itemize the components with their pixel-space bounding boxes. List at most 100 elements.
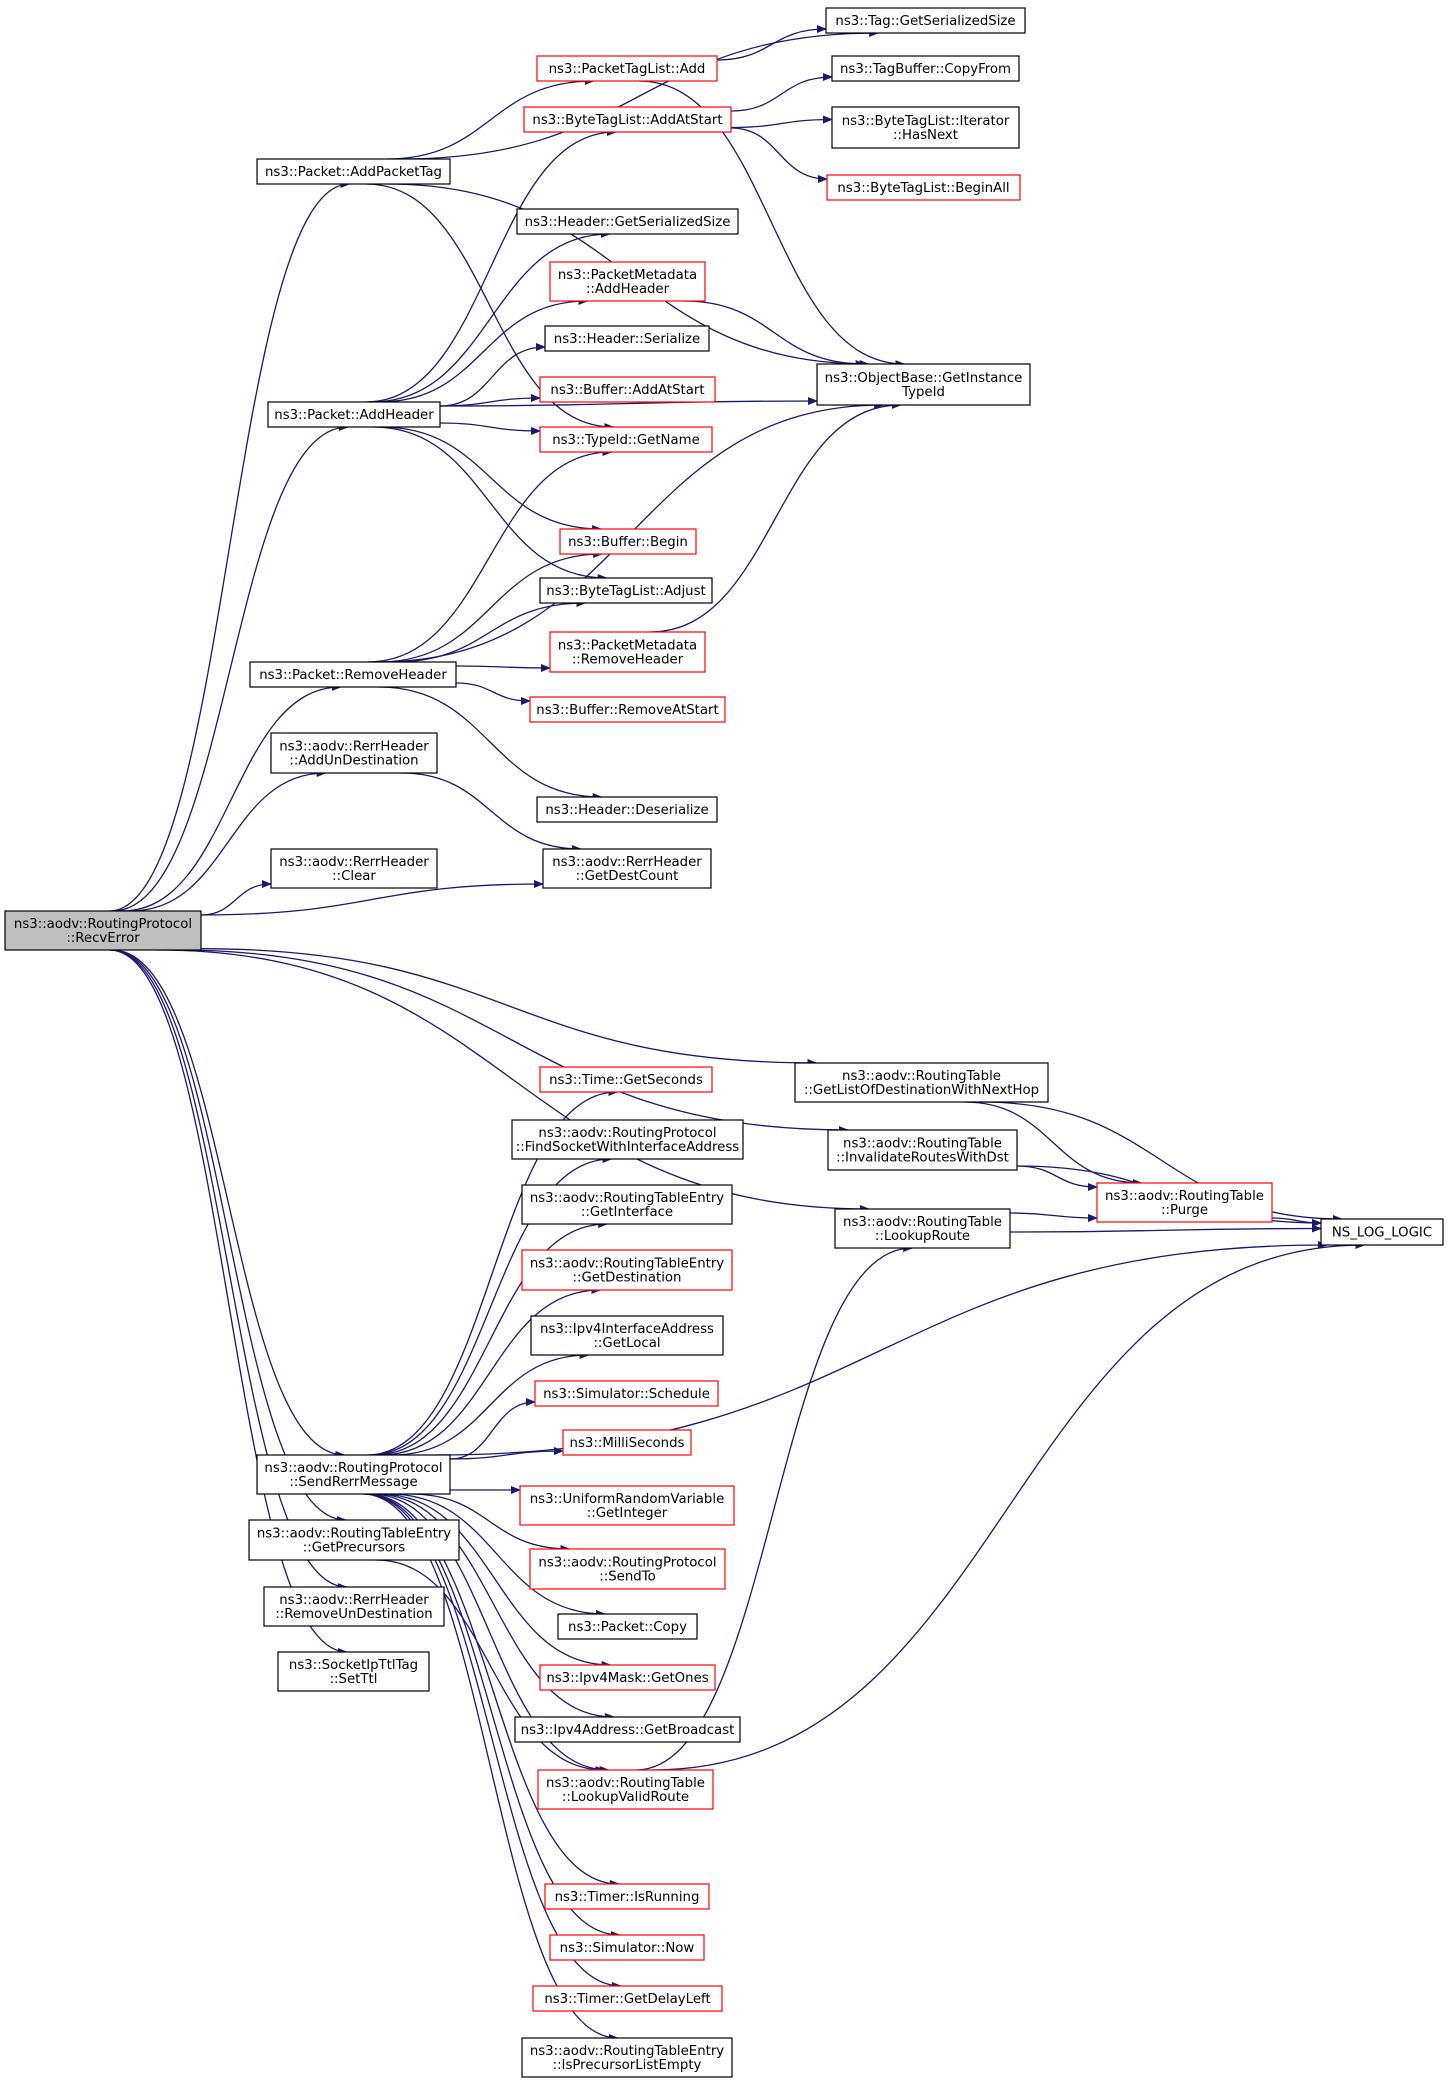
node-box <box>521 2037 733 2078</box>
node-timer-get-delay-left[interactable]: ns3::Timer::GetDelayLeft <box>532 1985 723 2012</box>
node-box <box>270 848 438 889</box>
node-socket-ip-ttl-tag-set-ttl[interactable]: ns3::SocketIpTtlTag::SetTtl <box>277 1651 430 1692</box>
edge-rp_send_rerr_message-to-simulator_schedule <box>449 1398 536 1460</box>
node-rerr-remove-un-destination[interactable]: ns3::aodv::RerrHeader::RemoveUnDestinati… <box>263 1586 445 1627</box>
node-byte-tag-list-begin-all[interactable]: ns3::ByteTagList::BeginAll <box>826 174 1021 201</box>
edge-packet_add_header-to-packet_metadata_add_header <box>379 297 589 403</box>
node-box <box>549 261 706 302</box>
node-packet-metadata-add-header[interactable]: ns3::PacketMetadata::AddHeader <box>549 261 706 302</box>
node-timer-is-running[interactable]: ns3::Timer::IsRunning <box>544 1883 710 1910</box>
function-nodes: ns3::aodv::RoutingProtocol::RecvErrorns3… <box>4 7 1444 2078</box>
node-buffer-add-at-start[interactable]: ns3::Buffer::AddAtStart <box>539 376 716 403</box>
node-label-line: ::LookupRoute <box>875 1229 970 1244</box>
node-label-line: ns3::aodv::RoutingTableEntry <box>257 1527 451 1542</box>
node-milli-seconds[interactable]: ns3::MilliSeconds <box>562 1429 692 1456</box>
node-ipv4-address-get-broadcast[interactable]: ns3::Ipv4Address::GetBroadcast <box>514 1716 741 1743</box>
node-label-line: ns3::aodv::RoutingTable <box>843 1215 1002 1230</box>
node-byte-tag-list-iterator-has-next[interactable]: ns3::ByteTagList::Iterator::HasNext <box>831 106 1020 149</box>
edge-recv_error-to-rt_get_list_of_destination_with_next_hop <box>200 948 818 1067</box>
node-simulator-now[interactable]: ns3::Simulator::Now <box>549 1934 705 1961</box>
node-label-line: ::GetDestination <box>573 1271 682 1286</box>
node-label-line: ns3::TagBuffer::CopyFrom <box>840 62 1011 77</box>
node-packet-add-header[interactable]: ns3::Packet::AddHeader <box>267 401 441 428</box>
edge-packet_add_header-to-header_serialize <box>439 343 546 407</box>
node-packet-copy[interactable]: ns3::Packet::Copy <box>557 1613 698 1640</box>
edge-rp_send_rerr_message-to-rp_find_socket_with_interface_address <box>369 1155 613 1456</box>
edge-packet_add_header-to-buffer_add_at_start <box>439 394 541 407</box>
node-packet-remove-header[interactable]: ns3::Packet::RemoveHeader <box>249 661 457 688</box>
node-box <box>521 1249 733 1291</box>
node-header-serialize[interactable]: ns3::Header::Serialize <box>544 325 710 352</box>
node-rte-is-precursor-list-empty[interactable]: ns3::aodv::RoutingTableEntry::IsPrecurso… <box>521 2037 733 2078</box>
node-byte-tag-list-add-at-start[interactable]: ns3::ByteTagList::AddAtStart <box>523 106 732 133</box>
node-box <box>267 401 441 428</box>
edge-rt_lookup_route-to-rt_purge <box>1009 1212 1098 1222</box>
node-rerr-clear[interactable]: ns3::aodv::RerrHeader::Clear <box>270 848 438 889</box>
edge-packet_tag_list_add-to-object_base_get_instance_type_id <box>638 80 906 368</box>
edge-packet_remove_header-to-header_deserialize <box>378 686 603 801</box>
node-add-packet-tag[interactable]: ns3::Packet::AddPacketTag <box>256 158 451 185</box>
edge-packet_tag_list_add-to-tag_get_serialized_size <box>716 25 827 61</box>
edge-recv_error-to-rerr_get_dest_count <box>200 880 544 916</box>
node-rerr-get-dest-count[interactable]: ns3::aodv::RerrHeader::GetDestCount <box>542 848 712 889</box>
edge-recv_error-to-rerr_add_un_destination <box>130 769 327 912</box>
edge-rt_invalidate_routes_with_dst-to-rt_purge <box>1016 1165 1098 1191</box>
node-simulator-schedule[interactable]: ns3::Simulator::Schedule <box>534 1380 719 1407</box>
node-uniform-random-variable-get-integer[interactable]: ns3::UniformRandomVariable::GetInteger <box>519 1485 735 1526</box>
node-byte-tag-list-adjust[interactable]: ns3::ByteTagList::Adjust <box>539 577 713 604</box>
edge-packet_remove_header-to-buffer_remove_at_start <box>455 682 531 705</box>
edge-add_packet_tag-to-type_id_get_name <box>366 183 615 431</box>
node-rt-purge[interactable]: ns3::aodv::RoutingTable::Purge <box>1096 1182 1273 1223</box>
node-box <box>794 1062 1049 1103</box>
node-rt-lookup-valid-route[interactable]: ns3::aodv::RoutingTable::LookupValidRout… <box>537 1769 714 1810</box>
node-header-get-serialized-size[interactable]: ns3::Header::GetSerializedSize <box>516 208 739 235</box>
node-ns-log-logic[interactable]: NS_LOG_LOGIC <box>1320 1218 1444 1246</box>
node-box <box>523 106 732 133</box>
node-rte-get-destination[interactable]: ns3::aodv::RoutingTableEntry::GetDestina… <box>521 1249 733 1291</box>
node-label-line: ns3::Ipv4Mask::GetOnes <box>546 1671 708 1686</box>
node-rp-find-socket-with-interface-address[interactable]: ns3::aodv::RoutingProtocol::FindSocketWi… <box>511 1119 744 1160</box>
node-header-deserialize[interactable]: ns3::Header::Deserialize <box>536 796 718 823</box>
node-time-get-seconds[interactable]: ns3::Time::GetSeconds <box>539 1066 713 1093</box>
node-packet-tag-list-add[interactable]: ns3::PacketTagList::Add <box>536 55 718 82</box>
edge-rt_get_list_of_destination_with_next_hop-to-ns_log_logic <box>981 1101 1343 1223</box>
edge-packet_add_header-to-object_base_get_instance_type_id <box>439 397 818 407</box>
edge-packet_remove_header-to-type_id_get_name <box>367 448 613 663</box>
edge-packet_add_header-to-byte_tag_list_add_at_start <box>365 128 617 403</box>
node-tag-buffer-copy-from[interactable]: ns3::TagBuffer::CopyFrom <box>831 55 1020 82</box>
edge-recv_error-to-rp_send_rerr_message <box>111 949 346 1459</box>
node-tag-get-serialized-size[interactable]: ns3::Tag::GetSerializedSize <box>825 7 1026 34</box>
node-ipv4-mask-get-ones[interactable]: ns3::Ipv4Mask::GetOnes <box>539 1664 716 1691</box>
node-rerr-add-un-destination[interactable]: ns3::aodv::RerrHeader::AddUnDestination <box>270 732 438 774</box>
node-type-id-get-name[interactable]: ns3::TypeId::GetName <box>539 426 713 453</box>
edge-rp_send_rerr_message-to-rp_send_to <box>410 1493 571 1553</box>
node-rp-send-to[interactable]: ns3::aodv::RoutingProtocol::SendTo <box>529 1548 726 1590</box>
node-packet-metadata-remove-header[interactable]: ns3::PacketMetadata::RemoveHeader <box>549 631 706 673</box>
edge-recv_error-to-packet_add_header <box>112 423 349 912</box>
edge-rt_lookup_valid_route-to-ns_log_logic <box>651 1241 1366 1771</box>
node-rt-get-list-of-destination-with-next-hop[interactable]: ns3::aodv::RoutingTable::GetListOfDestin… <box>794 1062 1049 1103</box>
node-buffer-remove-at-start[interactable]: ns3::Buffer::RemoveAtStart <box>529 696 726 723</box>
node-recv-error[interactable]: ns3::aodv::RoutingProtocol::RecvError <box>4 910 202 951</box>
node-rt-invalidate-routes-with-dst[interactable]: ns3::aodv::RoutingTable::InvalidateRoute… <box>827 1129 1018 1171</box>
node-buffer-begin[interactable]: ns3::Buffer::Begin <box>559 528 697 555</box>
node-box <box>521 1184 733 1225</box>
node-rt-lookup-route[interactable]: ns3::aodv::RoutingTable::LookupRoute <box>834 1208 1011 1249</box>
node-ipv4-interface-address-get-local[interactable]: ns3::Ipv4InterfaceAddress::GetLocal <box>530 1315 724 1356</box>
node-rte-get-interface[interactable]: ns3::aodv::RoutingTableEntry::GetInterfa… <box>521 1184 733 1225</box>
node-rp-send-rerr-message[interactable]: ns3::aodv::RoutingProtocol::SendRerrMess… <box>256 1454 451 1495</box>
edge-rp_send_rerr_message-to-rte_get_interface <box>373 1220 609 1456</box>
edge-recv_error-to-rt_lookup_route <box>156 949 870 1213</box>
edge-rp_send_rerr_message-to-rte_get_destination <box>379 1286 602 1456</box>
node-label-line: ::AddUnDestination <box>289 754 418 769</box>
node-label-line: ::GetInterface <box>581 1205 673 1220</box>
node-box <box>544 325 710 352</box>
node-label-line: ::GetListOfDestinationWithNextHop <box>804 1083 1039 1098</box>
node-box <box>539 376 716 403</box>
node-rte-get-precursors[interactable]: ns3::aodv::RoutingTableEntry::GetPrecurs… <box>248 1519 460 1561</box>
node-box <box>529 696 726 723</box>
node-label-line: ns3::Packet::Copy <box>568 1620 687 1635</box>
edge-rt_purge-to-ns_log_logic <box>1271 1217 1322 1227</box>
node-label-line: ns3::Packet::RemoveHeader <box>259 668 447 683</box>
